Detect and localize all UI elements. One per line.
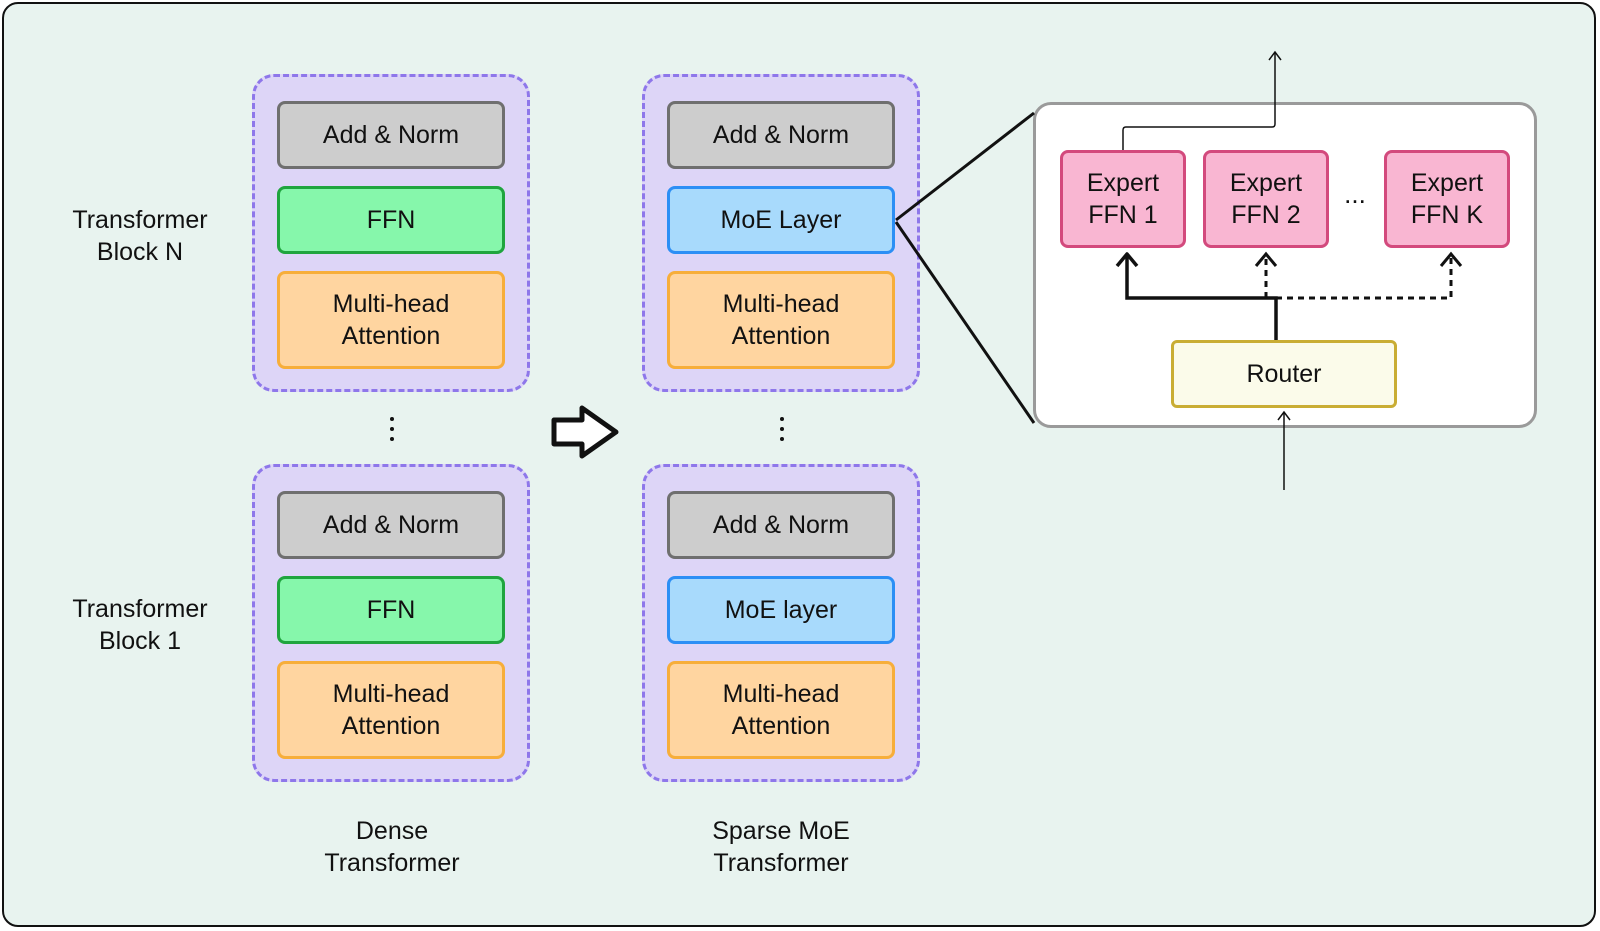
dense-vertical-ellipsis xyxy=(390,417,396,447)
dense-block-1-attention: Multi-head Attention xyxy=(277,661,505,759)
router-to-experts-dashed xyxy=(1264,256,1453,300)
expert-1-output-line xyxy=(1122,52,1276,150)
expert-ffn-k: Expert FFN K xyxy=(1384,150,1510,248)
expert-ffn-2: Expert FFN 2 xyxy=(1203,150,1329,248)
transition-arrow-icon xyxy=(551,405,619,459)
expert-ffn-1: Expert FFN 1 xyxy=(1060,150,1186,248)
sparse-block-1-add-norm: Add & Norm xyxy=(667,491,895,559)
zoom-line-bottom xyxy=(894,221,1036,424)
dense-transformer-caption: Dense Transformer xyxy=(324,817,460,877)
expert-2-arrowhead xyxy=(1254,251,1278,267)
zoom-line-top xyxy=(895,111,1035,222)
expert-1-arrowhead xyxy=(1115,252,1139,268)
row-label-block-n: Transformer Block N xyxy=(72,206,208,266)
dense-block-1-add-norm: Add & Norm xyxy=(277,491,505,559)
sparse-transformer-caption: Sparse MoE Transformer xyxy=(712,817,850,877)
dense-block-n-add-norm: Add & Norm xyxy=(277,101,505,169)
sparse-block-n-attention: Multi-head Attention xyxy=(667,271,895,369)
experts-ellipsis: ... xyxy=(1344,179,1366,209)
router: Router xyxy=(1171,340,1397,408)
dense-block-n-attention: Multi-head Attention xyxy=(277,271,505,369)
row-label-block-1: Transformer Block 1 xyxy=(72,595,208,655)
dense-block-n-ffn: FFN xyxy=(277,186,505,254)
expert-k-arrowhead xyxy=(1439,251,1463,267)
output-arrowhead xyxy=(1268,50,1282,61)
router-to-expert-1 xyxy=(1125,256,1278,340)
dense-block-1-ffn: FFN xyxy=(277,576,505,644)
sparse-block-n-add-norm: Add & Norm xyxy=(667,101,895,169)
sparse-vertical-ellipsis xyxy=(780,417,786,447)
router-input-arrowhead xyxy=(1277,410,1291,421)
sparse-block-1-moe-layer: MoE layer xyxy=(667,576,895,644)
sparse-block-1-attention: Multi-head Attention xyxy=(667,661,895,759)
sparse-block-n-moe-layer: MoE Layer xyxy=(667,186,895,254)
